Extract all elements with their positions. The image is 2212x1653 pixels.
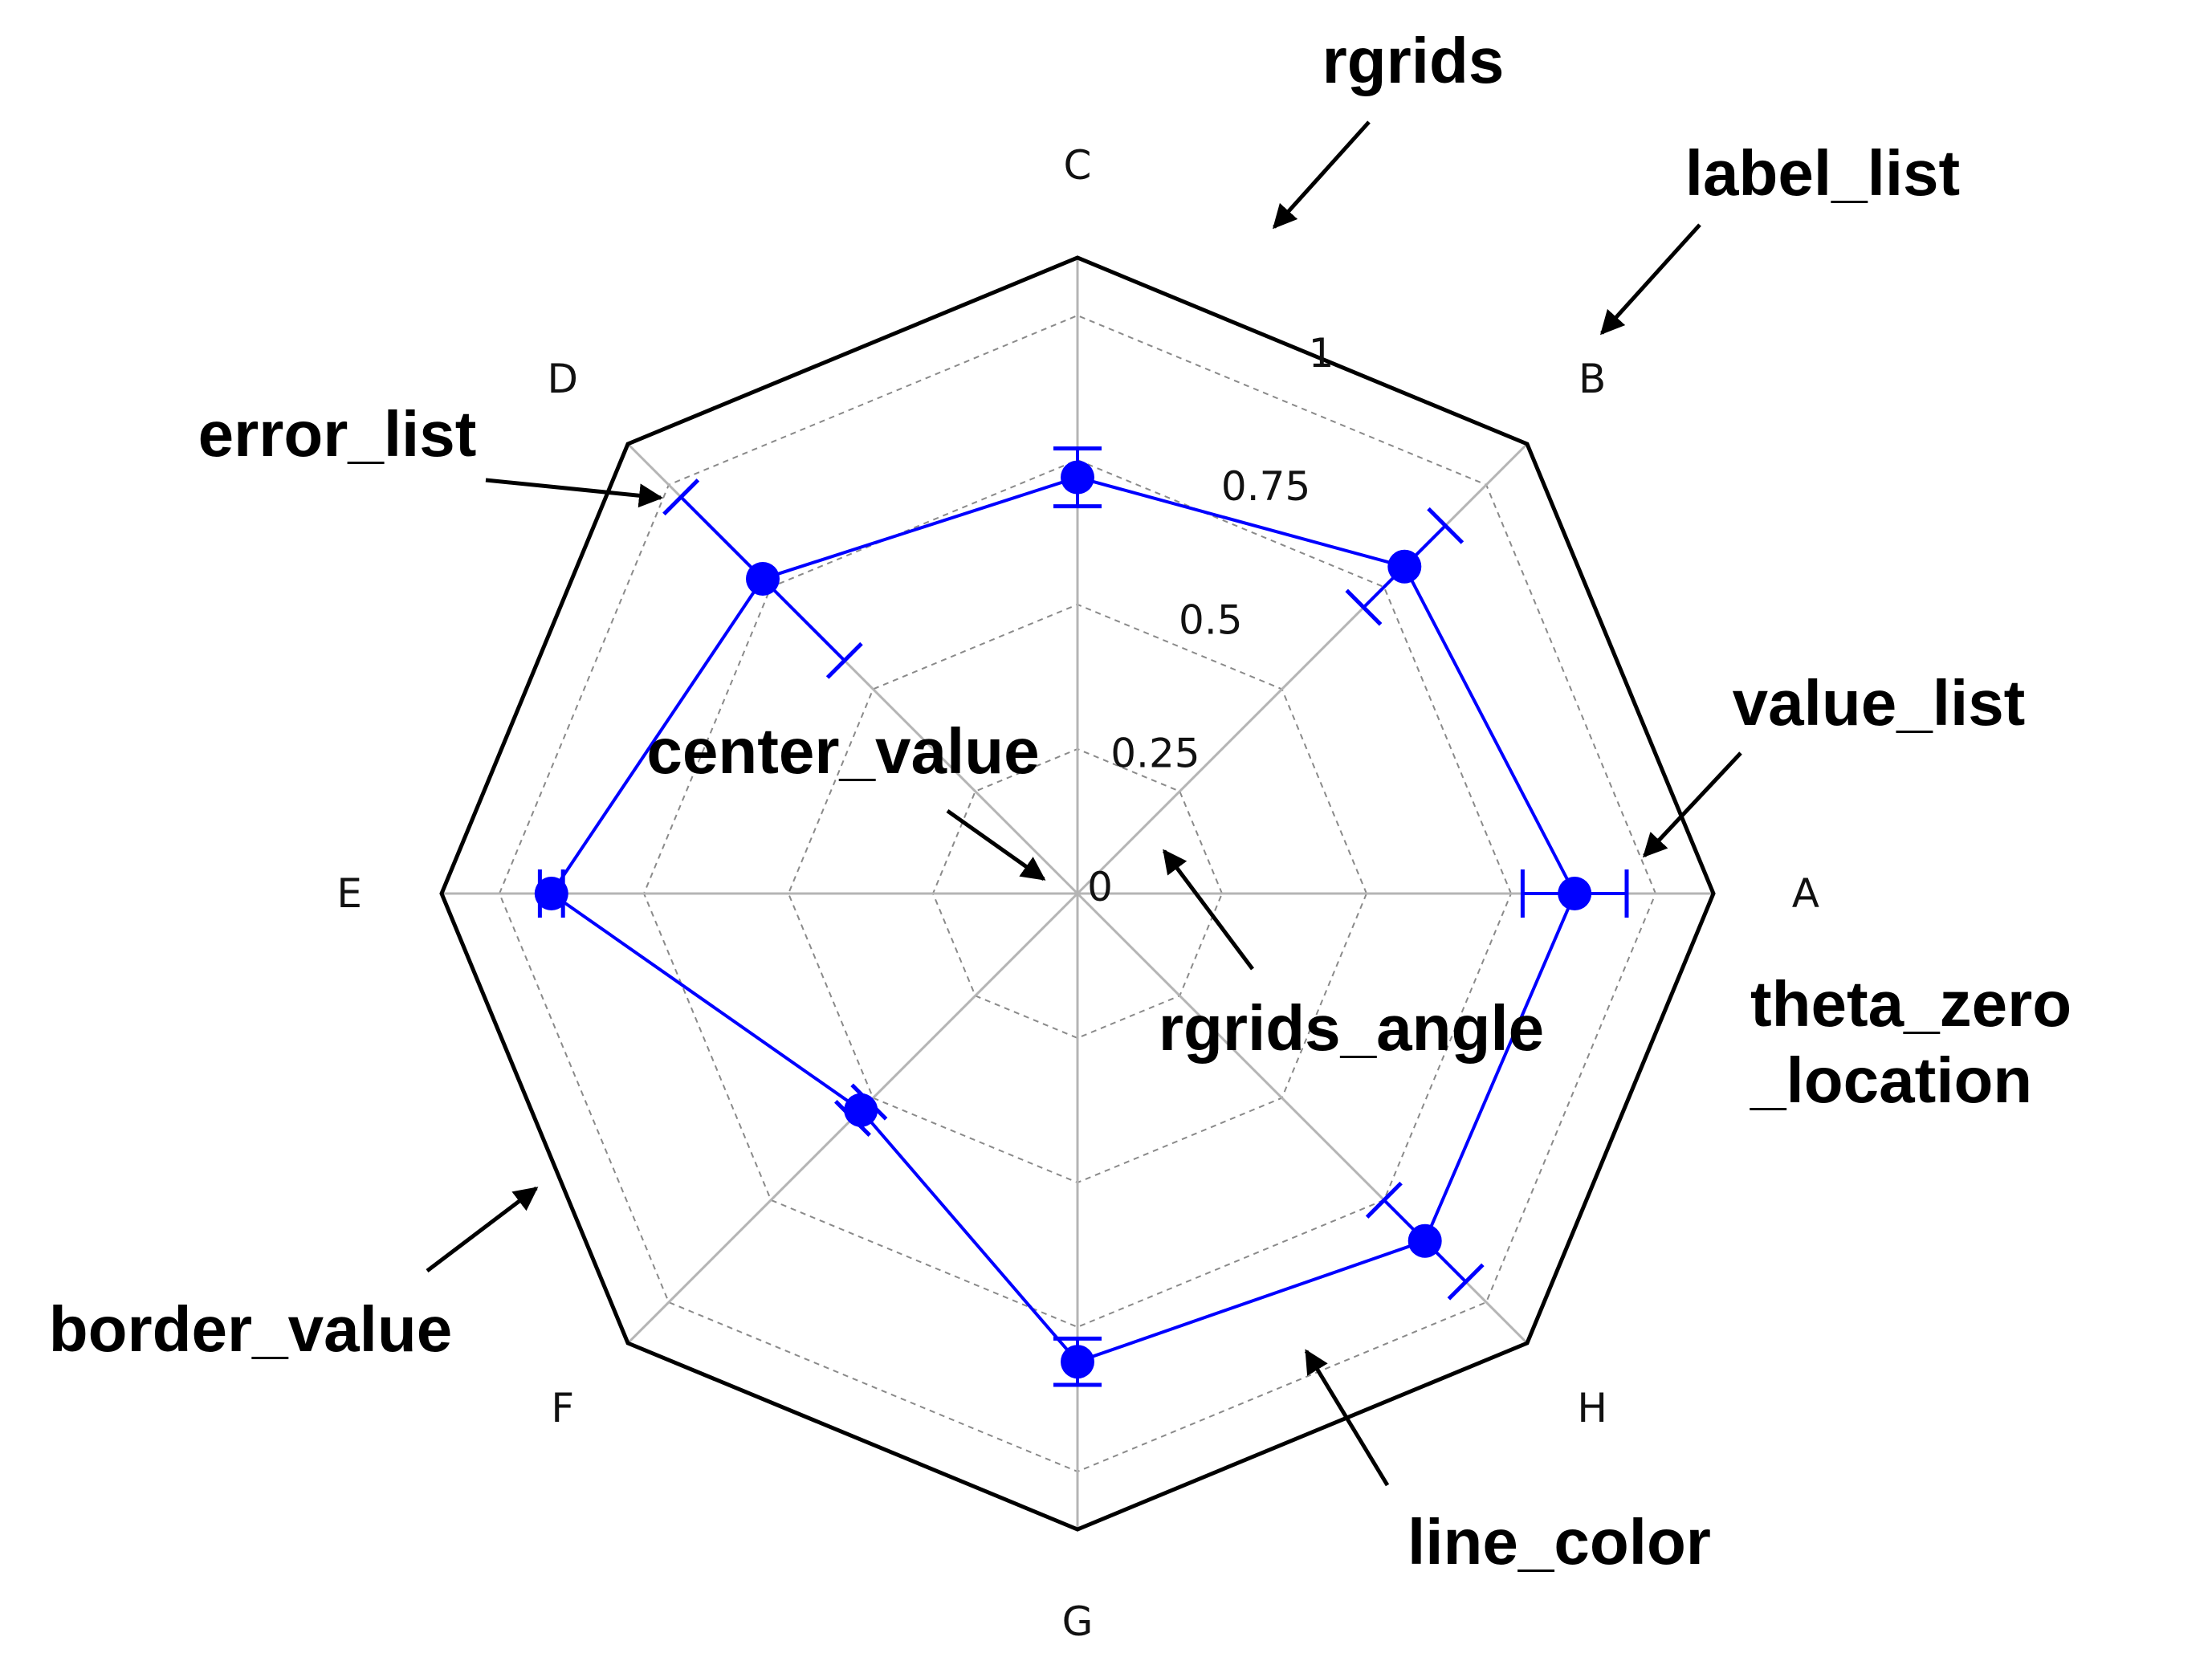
data-point-E — [534, 877, 568, 910]
category-label-F: F — [551, 1385, 574, 1431]
error-cap-H — [1365, 1181, 1403, 1219]
category-label-D: D — [548, 356, 579, 402]
category-label-H: H — [1577, 1385, 1607, 1431]
callout-arrow-7 — [426, 1187, 539, 1272]
callout-arrow-4 — [946, 808, 1046, 881]
callout-label-2: error_list — [198, 398, 477, 470]
callout-arrow-8 — [1304, 1349, 1390, 1487]
callout-label-0: rgrids — [1322, 25, 1505, 96]
error-cap-D — [825, 641, 863, 679]
category-label-A: A — [1792, 870, 1819, 917]
data-point-H — [1407, 1223, 1442, 1258]
rgrid-tick-label: 0.75 — [1221, 463, 1310, 510]
error-cap-D — [662, 478, 700, 516]
category-label-B: B — [1579, 356, 1606, 402]
border-polygon — [439, 255, 1716, 1532]
spoke-B — [1076, 442, 1529, 895]
callout-label-3: value_list — [1733, 667, 2026, 739]
callout-arrow-0 — [1272, 120, 1371, 230]
axis-labels: A B C D E F G H — [336, 142, 1819, 1645]
rgrid-ring — [498, 314, 1657, 1473]
data-point-D — [746, 562, 780, 596]
data-point-B — [1387, 549, 1422, 584]
data-series — [534, 446, 1629, 1387]
callout-label-5: theta_zero_location — [1750, 968, 2071, 1116]
rgrid-tick-label: 0 — [1087, 864, 1113, 910]
rgrid-tick-label: 1 — [1309, 330, 1334, 377]
error-cap-H — [1447, 1263, 1485, 1301]
data-point-A — [1558, 877, 1592, 910]
callout-label-7: border_value — [49, 1293, 452, 1365]
category-label-G: G — [1062, 1598, 1094, 1645]
callout-label-8: line_color — [1407, 1506, 1711, 1578]
data-point-F — [844, 1093, 878, 1127]
annotation-callouts: rgrids label_list error_list value_listcent… — [49, 25, 2071, 1578]
callout-arrow-2 — [485, 478, 663, 508]
rgrid-tick-label: 0.25 — [1110, 731, 1200, 777]
data-point-C — [1061, 460, 1094, 495]
rgrid-tick-label: 0.5 — [1179, 596, 1243, 643]
callout-arrow-6 — [1162, 849, 1255, 971]
callout-arrow-1 — [1599, 223, 1701, 336]
callout-label-1: label_list — [1685, 137, 1960, 209]
callout-label-6: rgrids_angle — [1159, 992, 1544, 1064]
data-point-G — [1061, 1345, 1094, 1379]
category-label-E: E — [336, 870, 362, 917]
error-cap-B — [1427, 507, 1464, 544]
rgrid-tick-labels: 0 0.25 0.5 0.75 1 — [1087, 330, 1334, 910]
error-cap-B — [1345, 588, 1383, 626]
radar-border — [439, 255, 1716, 1532]
callout-label-4: center_value — [646, 715, 1039, 787]
category-label-C: C — [1064, 142, 1092, 189]
rgrid-ring — [787, 603, 1368, 1184]
callout-arrow-3 — [1642, 751, 1742, 858]
